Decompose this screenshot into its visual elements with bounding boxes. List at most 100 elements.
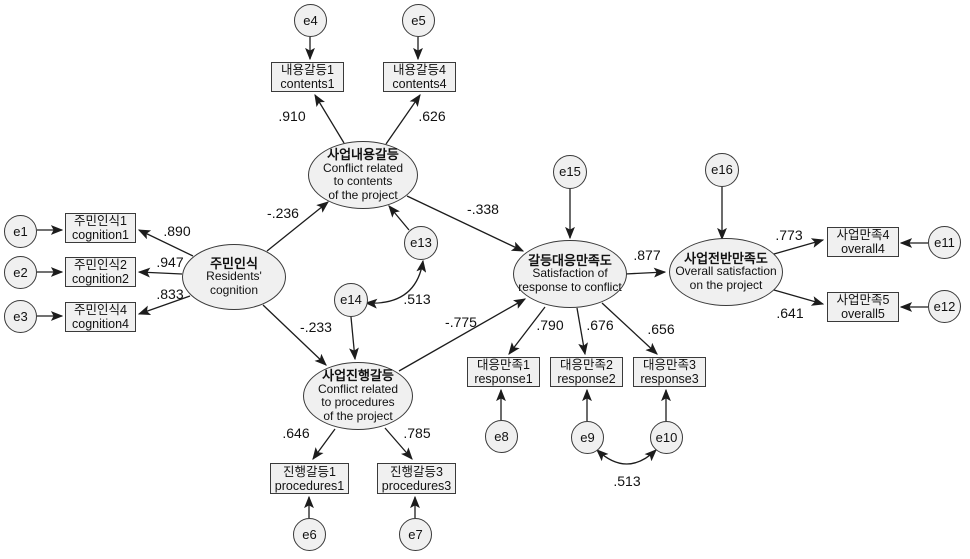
indicator-cognition4: 주민인식4 cognition4 bbox=[65, 302, 136, 332]
indicator-overall5-ko: 사업만족5 bbox=[836, 293, 890, 307]
error-e10: e10 bbox=[650, 421, 683, 454]
latent-response-satisfaction: 갈등대응만족도 Satisfaction of response to conf… bbox=[513, 240, 627, 308]
latent-response-satisfaction-en2: response to conflict bbox=[518, 279, 622, 294]
indicator-cognition2-ko: 주민인식2 bbox=[74, 258, 127, 272]
coef-response1-loading: .790 bbox=[536, 317, 564, 333]
indicator-response1: 대응만족1 response1 bbox=[467, 357, 540, 387]
error-e9-label: e9 bbox=[580, 429, 595, 445]
indicator-response1-ko: 대응만족1 bbox=[477, 358, 530, 372]
coef-response-to-overall: .877 bbox=[633, 247, 661, 263]
indicator-contents1: 내용갈등1 contents1 bbox=[271, 62, 344, 92]
error-e2-label: e2 bbox=[13, 264, 28, 280]
latent-overall-satisfaction: 사업전반만족도 Overall satisfaction on the proj… bbox=[669, 238, 783, 306]
error-e15: e15 bbox=[553, 155, 587, 189]
coef-procedures3-loading: .785 bbox=[403, 425, 431, 441]
coef-overall5-loading: .641 bbox=[776, 305, 804, 321]
edge-contents-conflict-contents4 bbox=[385, 93, 421, 145]
indicator-overall4-en: overall4 bbox=[841, 242, 885, 256]
indicator-cognition4-en: cognition4 bbox=[72, 317, 129, 331]
indicator-response3-en: response3 bbox=[640, 372, 699, 386]
coef-procedures-to-response: -.775 bbox=[445, 314, 477, 330]
indicator-contents4-en: contents4 bbox=[392, 77, 447, 91]
error-e11-label: e11 bbox=[934, 234, 955, 250]
coef-response3-loading: .656 bbox=[647, 321, 675, 337]
indicator-cognition4-ko: 주민인식4 bbox=[74, 303, 127, 317]
indicator-cognition1-en: cognition1 bbox=[72, 228, 129, 242]
indicator-cognition1-ko: 주민인식1 bbox=[74, 214, 127, 228]
error-e16: e16 bbox=[705, 153, 739, 187]
indicator-contents1-en: contents1 bbox=[280, 77, 335, 91]
latent-contents-conflict-en2: to contents bbox=[333, 174, 393, 188]
coef-cognition4-loading: .833 bbox=[156, 286, 184, 302]
edge-procedures-conflict-procedures3 bbox=[384, 427, 413, 460]
latent-contents-conflict: 사업내용갈등 Conflict related to contents of t… bbox=[308, 141, 418, 209]
error-e13: e13 bbox=[404, 226, 438, 260]
error-e14: e14 bbox=[334, 283, 368, 317]
error-e5: e5 bbox=[402, 4, 435, 37]
edge-cognition-procedures-conflict bbox=[262, 304, 327, 366]
latent-overall-satisfaction-en2: on the project bbox=[689, 277, 763, 292]
error-e7: e7 bbox=[399, 518, 432, 551]
error-e14-label: e14 bbox=[340, 292, 362, 308]
latent-residents-cognition-en1: Residents' bbox=[206, 269, 262, 284]
indicator-procedures3-en: procedures3 bbox=[381, 478, 452, 493]
edge-cognition-cognition1 bbox=[137, 229, 194, 257]
error-e6: e6 bbox=[293, 518, 326, 551]
error-e3: e3 bbox=[4, 300, 37, 333]
error-e1: e1 bbox=[4, 215, 37, 248]
indicator-overall4: 사업만족4 overall4 bbox=[827, 227, 899, 257]
covariance-e9-e10 bbox=[596, 449, 657, 465]
latent-procedures-conflict-en1: Conflict related bbox=[317, 381, 399, 396]
edge-cognition-cognition2 bbox=[137, 267, 183, 278]
coef-contents1-loading: .910 bbox=[278, 108, 306, 124]
indicator-contents4-ko: 내용갈등4 bbox=[393, 63, 446, 77]
error-e4-label: e4 bbox=[303, 12, 318, 28]
indicator-overall5: 사업만족5 overall5 bbox=[827, 292, 899, 322]
coef-response2-loading: .676 bbox=[586, 317, 614, 333]
edge-e14-procedures-conflict bbox=[349, 316, 359, 361]
edge-contents-conflict-response bbox=[406, 195, 525, 252]
error-e16-label: e16 bbox=[711, 162, 733, 178]
edge-overall-overall5 bbox=[773, 289, 825, 306]
latent-response-satisfaction-en1: Satisfaction of bbox=[532, 266, 608, 281]
indicator-overall5-en: overall5 bbox=[841, 307, 885, 321]
edge-cognition-cognition4 bbox=[137, 295, 191, 315]
indicator-response3-ko: 대응만족3 bbox=[643, 358, 696, 372]
error-e2: e2 bbox=[4, 256, 37, 289]
edge-response-overall bbox=[624, 267, 667, 278]
indicator-response2-ko: 대응만족2 bbox=[560, 358, 613, 372]
indicator-contents4: 내용갈등4 contents4 bbox=[383, 62, 456, 92]
indicator-procedures1-ko: 진행갈등1 bbox=[283, 464, 336, 479]
edge-cognition-contents-conflict bbox=[266, 201, 329, 252]
coef-cognition-to-procedures: -.233 bbox=[300, 319, 332, 335]
edge-procedures-conflict-procedures1 bbox=[312, 428, 336, 460]
indicator-response2: 대응만족2 response2 bbox=[550, 357, 623, 387]
error-e8: e8 bbox=[485, 420, 518, 453]
coef-e9-e10-covariance: .513 bbox=[613, 473, 641, 489]
indicator-procedures1: 진행갈등1 procedures1 bbox=[270, 463, 349, 494]
latent-residents-cognition-en2: cognition bbox=[209, 282, 259, 297]
error-e3-label: e3 bbox=[13, 308, 28, 324]
coef-contents-to-response: -.338 bbox=[467, 201, 499, 217]
indicator-contents1-ko: 내용갈등1 bbox=[281, 63, 334, 77]
latent-procedures-conflict-ko: 사업진행갈등 bbox=[322, 368, 394, 383]
coef-procedures1-loading: .646 bbox=[282, 425, 310, 441]
indicator-procedures1-en: procedures1 bbox=[274, 478, 345, 493]
latent-response-satisfaction-ko: 갈등대응만족도 bbox=[528, 252, 612, 268]
edge-contents-conflict-contents1 bbox=[314, 93, 345, 144]
error-e4: e4 bbox=[294, 4, 327, 37]
indicator-cognition2: 주민인식2 cognition2 bbox=[65, 257, 136, 287]
indicator-response3: 대응만족3 response3 bbox=[633, 357, 706, 387]
latent-procedures-conflict-en3: of the project bbox=[323, 408, 393, 423]
edge-response-response2 bbox=[576, 307, 588, 356]
error-e12: e12 bbox=[928, 290, 961, 323]
covariance-e14-e13 bbox=[364, 259, 427, 309]
latent-procedures-conflict: 사업진행갈등 Conflict related to procedures of… bbox=[303, 362, 413, 430]
error-e8-label: e8 bbox=[494, 428, 509, 444]
indicator-response1-en: response1 bbox=[474, 372, 533, 386]
edge-response-response1 bbox=[508, 306, 546, 355]
latent-procedures-conflict-en2: to procedures bbox=[321, 395, 395, 409]
latent-contents-conflict-en1: Conflict related bbox=[322, 160, 404, 175]
latent-contents-conflict-en3: of the project bbox=[328, 187, 398, 202]
